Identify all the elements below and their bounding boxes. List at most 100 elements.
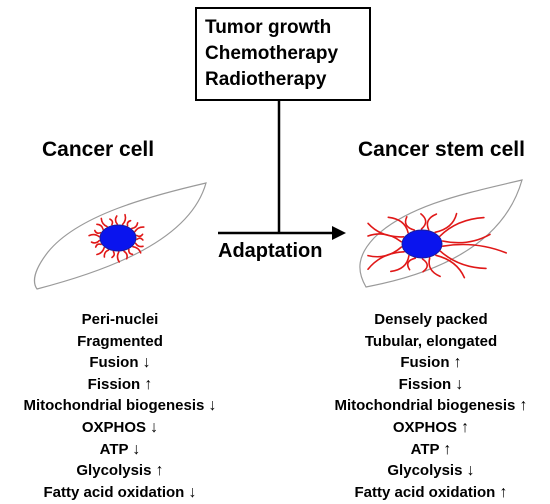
up-arrow-icon: ↑ bbox=[155, 462, 164, 480]
mitochondrion bbox=[404, 216, 416, 231]
mitochondrion bbox=[439, 250, 487, 270]
trait-label: Fatty acid oxidation bbox=[354, 483, 496, 501]
trait-item: Mitochondrial biogenesis ↑ bbox=[301, 395, 550, 417]
trait-item: Tubular, elongated bbox=[301, 331, 550, 353]
trait-label: Densely packed bbox=[374, 311, 488, 328]
stressor-list: Tumor growth Chemotherapy Radiotherapy bbox=[205, 15, 338, 93]
trait-item: OXPHOS ↓ bbox=[0, 417, 250, 439]
mitochondrion bbox=[111, 250, 116, 259]
mitochondrion bbox=[439, 216, 485, 237]
down-arrow-icon: ↓ bbox=[142, 354, 151, 372]
cancer-cell-nucleus bbox=[99, 224, 137, 252]
cancer-stem-cell-membrane bbox=[359, 179, 523, 288]
trait-label: Mitochondrial biogenesis bbox=[334, 397, 516, 415]
mitochondrion bbox=[116, 251, 120, 263]
adaptation-label: Adaptation bbox=[218, 240, 323, 262]
trait-item: ATP ↑ bbox=[301, 439, 550, 461]
cancer-cell-title: Cancer cell bbox=[42, 138, 155, 161]
mitochondrion bbox=[136, 237, 144, 241]
mitochondrion bbox=[94, 229, 102, 234]
trait-label: Tubular, elongated bbox=[364, 332, 498, 350]
mitochondrion bbox=[420, 213, 427, 230]
trait-item: Mitochondrial biogenesis ↓ bbox=[0, 395, 250, 417]
mitochondrion bbox=[109, 218, 114, 226]
mitochondrion bbox=[132, 245, 142, 254]
trait-label: Mitochondrial biogenesis bbox=[23, 397, 205, 415]
cancer-stem-cell-nucleus bbox=[401, 229, 443, 259]
mitochondrion bbox=[428, 257, 441, 278]
down-arrow-icon: ↓ bbox=[208, 397, 217, 415]
trait-item: Peri-nuclei bbox=[0, 309, 250, 331]
trait-label: OXPHOS bbox=[392, 418, 457, 436]
down-arrow-icon: ↓ bbox=[132, 440, 141, 458]
trait-label: ATP bbox=[410, 440, 440, 458]
mitochondrion bbox=[90, 239, 101, 244]
mitochondrion bbox=[128, 248, 134, 256]
mitochondrion bbox=[131, 222, 139, 230]
mitochondrion bbox=[367, 246, 403, 258]
cancer-cell-mitochondria bbox=[88, 213, 145, 263]
mitochondrion bbox=[435, 254, 466, 279]
mitochondrion bbox=[114, 215, 118, 225]
stressor-item: Chemotherapy bbox=[205, 43, 339, 64]
trait-item: Fatty acid oxidation ↓ bbox=[0, 482, 250, 504]
mitochondrion bbox=[406, 257, 417, 271]
up-arrow-icon: ↑ bbox=[144, 375, 153, 393]
trait-item: Glycolysis ↑ bbox=[0, 460, 250, 482]
trait-label: Peri-nuclei bbox=[81, 311, 159, 328]
mitochondrion bbox=[126, 219, 132, 227]
stressor-item: Radiotherapy bbox=[205, 69, 327, 90]
mitochondrion bbox=[134, 242, 144, 248]
trait-label: Fission bbox=[87, 375, 141, 393]
trait-label: OXPHOS bbox=[81, 418, 146, 436]
trait-item: Fission ↑ bbox=[0, 374, 250, 396]
down-arrow-icon: ↓ bbox=[188, 483, 197, 501]
trait-item: ATP ↓ bbox=[0, 439, 250, 461]
cancer-stem-cell-title: Cancer stem cell bbox=[358, 138, 525, 161]
mitochondrion bbox=[441, 233, 491, 244]
mitochondrion bbox=[96, 223, 104, 231]
trait-label: Fission bbox=[398, 375, 452, 393]
trait-item: Fatty acid oxidation ↑ bbox=[301, 482, 550, 504]
down-arrow-icon: ↓ bbox=[455, 375, 464, 393]
trait-item: Densely packed bbox=[301, 309, 550, 331]
mitochondrion bbox=[387, 216, 409, 234]
trait-label: Glycolysis bbox=[76, 462, 152, 480]
trait-item: Glycolysis ↓ bbox=[301, 460, 550, 482]
trait-item: Fragmented bbox=[0, 331, 250, 353]
mitochondrion bbox=[96, 246, 105, 256]
stressor-item: Tumor growth bbox=[205, 17, 332, 38]
stressor-box: Tumor growth Chemotherapy Radiotherapy bbox=[195, 7, 371, 101]
mitochondrion bbox=[426, 213, 438, 231]
trait-item: Fission ↓ bbox=[301, 374, 550, 396]
up-arrow-icon: ↑ bbox=[453, 354, 462, 372]
mitochondrion bbox=[103, 249, 110, 258]
down-arrow-icon: ↓ bbox=[150, 418, 159, 436]
mitochondrion bbox=[121, 213, 127, 226]
mitochondrion bbox=[367, 222, 405, 238]
down-arrow-icon: ↓ bbox=[466, 462, 475, 480]
trait-label: Fatty acid oxidation bbox=[43, 483, 185, 501]
mitochondrion bbox=[134, 226, 145, 233]
mitochondrion bbox=[123, 250, 128, 260]
trait-label: Fragmented bbox=[77, 332, 163, 350]
mitochondrion bbox=[94, 243, 102, 248]
mitochondrion bbox=[434, 212, 458, 234]
adaptation-arrow-head bbox=[332, 226, 346, 240]
mitochondrion bbox=[442, 243, 507, 254]
mitochondrion bbox=[135, 233, 144, 238]
mitochondrion bbox=[390, 254, 410, 273]
up-arrow-icon: ↑ bbox=[443, 440, 452, 458]
trait-label: ATP bbox=[99, 440, 129, 458]
trait-label: Fusion bbox=[400, 354, 450, 372]
mitochondrion bbox=[88, 233, 100, 238]
cancer-stem-cell-mitochondria bbox=[367, 212, 507, 279]
trait-label: Fusion bbox=[89, 354, 139, 372]
mitochondrion bbox=[421, 258, 429, 273]
up-arrow-icon: ↑ bbox=[461, 418, 470, 436]
mitochondrion bbox=[100, 217, 108, 228]
